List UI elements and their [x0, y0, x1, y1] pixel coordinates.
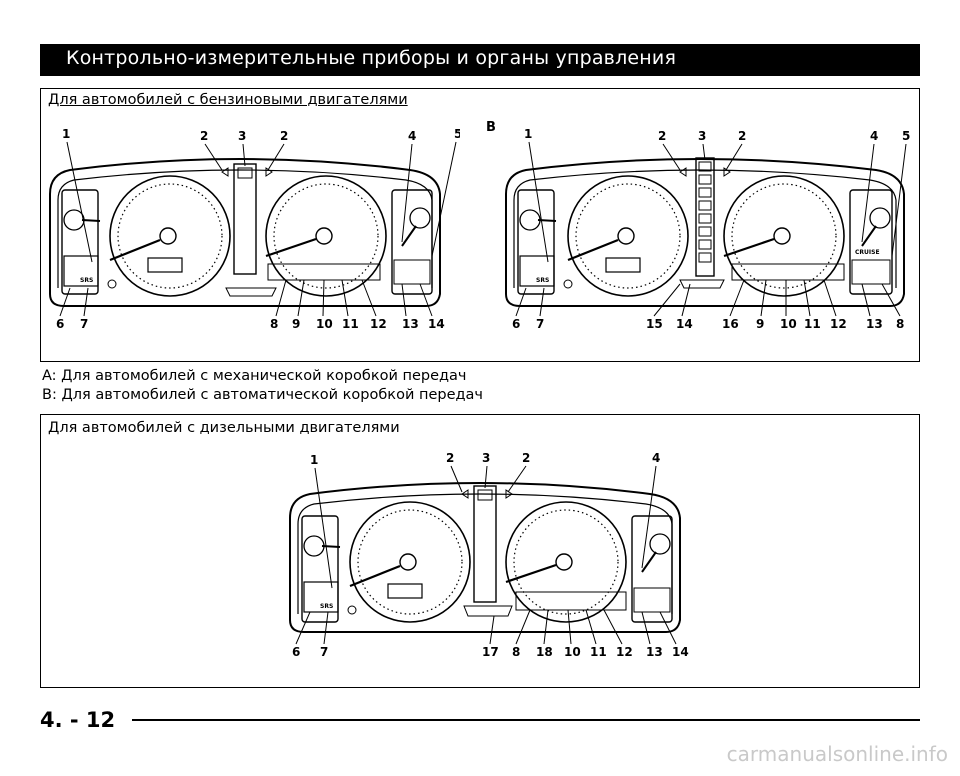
b-label-2r: 2	[738, 129, 746, 143]
b-label-3: 3	[698, 129, 706, 143]
d-label-11: 11	[590, 645, 607, 659]
b-label-2l: 2	[658, 129, 666, 143]
cluster-diesel-diagram: SRS 1 2 3 2 4 6 7 17 8 18 10 11 12 13 14	[289, 451, 689, 659]
a-label-7: 7	[80, 317, 88, 331]
srs-text-diesel: SRS	[320, 603, 333, 610]
variant-b-label: B	[486, 120, 496, 135]
cluster-a-diagram: SRS 1 2 3 2 4 5 6 7 8 9 10 11 12 13 14	[49, 127, 460, 331]
a-label-4: 4	[408, 129, 416, 143]
a-label-11: 11	[342, 317, 359, 331]
diesel-panel	[40, 414, 920, 688]
srs-text-b: SRS	[536, 277, 549, 284]
d-label-3: 3	[482, 451, 490, 465]
d-label-6: 6	[292, 645, 300, 659]
d-label-7: 7	[320, 645, 328, 659]
a-label-5: 5	[454, 127, 460, 141]
page-title: Контрольно-измерительные приборы и орган…	[66, 47, 677, 69]
watermark: carmanualsonline.info	[726, 742, 948, 766]
a-label-6: 6	[56, 317, 64, 331]
cruise-text-b: CRUISE	[855, 249, 880, 256]
b-label-10: 10	[780, 317, 797, 331]
a-label-13: 13	[402, 317, 419, 331]
b-label-14a: 14	[676, 317, 693, 331]
d-label-12: 12	[616, 645, 633, 659]
d-label-14: 14	[672, 645, 689, 659]
d-label-17: 17	[482, 645, 499, 659]
a-label-1: 1	[62, 127, 70, 141]
a-label-3: 3	[238, 129, 246, 143]
a-label-14: 14	[428, 317, 445, 331]
b-label-6: 6	[512, 317, 520, 331]
b-label-11: 11	[804, 317, 821, 331]
b-label-16: 16	[722, 317, 739, 331]
b-label-9: 9	[756, 317, 764, 331]
b-label-12: 12	[830, 317, 847, 331]
cluster-b-diagram: SRS CRUISE 1 2 3 2 4 5 6 7 15 14 16 9 10…	[505, 127, 910, 331]
b-label-5: 5	[902, 129, 910, 143]
b-label-8: 8	[896, 317, 904, 331]
d-label-10: 10	[564, 645, 581, 659]
a-label-9: 9	[292, 317, 300, 331]
d-label-1: 1	[310, 453, 318, 467]
b-label-15: 15	[646, 317, 663, 331]
srs-text-a: SRS	[80, 277, 93, 284]
footer-rule	[132, 719, 920, 721]
note-b: B: Для автомобилей с автоматической коро…	[42, 387, 483, 403]
petrol-caption: Для автомобилей с бензиновыми двигателям…	[48, 92, 408, 108]
b-label-4: 4	[870, 129, 878, 143]
d-label-18: 18	[536, 645, 553, 659]
b-label-1: 1	[524, 127, 532, 141]
b-label-13: 13	[866, 317, 883, 331]
page-number: 4. - 12	[40, 708, 116, 732]
d-label-4: 4	[652, 451, 660, 465]
d-label-2l: 2	[446, 451, 454, 465]
diesel-caption: Для автомобилей с дизельными двигателями	[48, 420, 400, 436]
d-label-2r: 2	[522, 451, 530, 465]
a-label-8: 8	[270, 317, 278, 331]
a-label-12: 12	[370, 317, 387, 331]
petrol-panel	[40, 88, 920, 362]
d-label-8: 8	[512, 645, 520, 659]
header-bar	[40, 44, 920, 76]
a-label-10: 10	[316, 317, 333, 331]
d-label-13: 13	[646, 645, 663, 659]
a-label-2r: 2	[280, 129, 288, 143]
note-a: A: Для автомобилей с механической коробк…	[42, 368, 467, 384]
b-label-7: 7	[536, 317, 544, 331]
a-label-2l: 2	[200, 129, 208, 143]
